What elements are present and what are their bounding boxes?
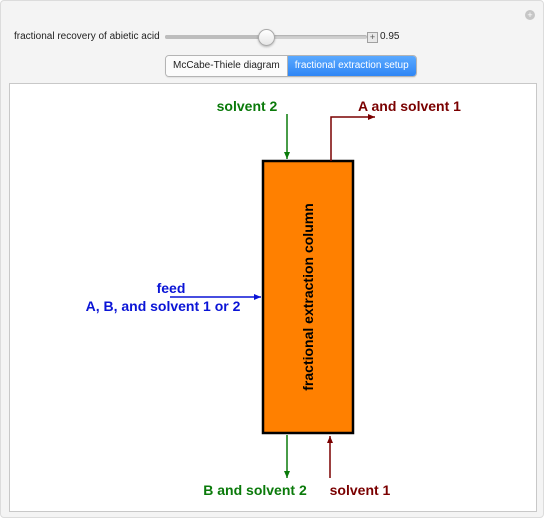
slider-fill — [165, 35, 266, 39]
recovery-slider[interactable] — [165, 29, 367, 46]
extraction-diagram: fractional extraction column solvent 2 A… — [86, 98, 462, 498]
top-outlet-arrow — [330, 114, 375, 161]
diagram-panel: fractional extraction column solvent 2 A… — [9, 83, 537, 512]
feed-title: feed — [157, 280, 186, 296]
view-tabs: McCabe-Thiele diagram fractional extract… — [165, 55, 417, 77]
solvent2-inlet-label: solvent 2 — [217, 98, 278, 114]
slider-label: fractional recovery of abietic acid — [14, 31, 160, 42]
column-label: fractional extraction column — [300, 203, 316, 390]
solvent1-inlet-label: solvent 1 — [330, 482, 391, 498]
extraction-column — [261, 159, 355, 435]
slider-value: 0.95 — [380, 31, 400, 42]
tab-extraction-setup[interactable]: fractional extraction setup — [286, 56, 416, 76]
top-outlet-label: A and solvent 1 — [358, 98, 461, 114]
tab-mccabe-thiele[interactable]: McCabe-Thiele diagram — [166, 56, 287, 76]
slider-thumb[interactable] — [258, 29, 275, 46]
expand-icon[interactable]: + — [525, 10, 535, 20]
slider-expand-icon[interactable]: + — [367, 32, 378, 43]
bottom-outlet-label: B and solvent 2 — [203, 482, 307, 498]
feed-detail: A, B, and solvent 1 or 2 — [86, 298, 241, 314]
